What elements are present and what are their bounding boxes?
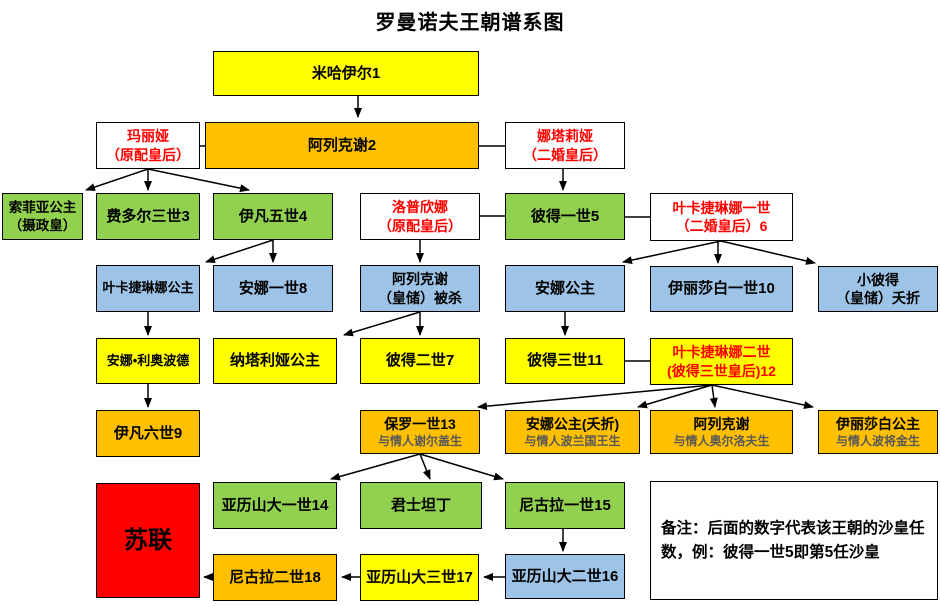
node-peter-2: 彼得二世7 (360, 338, 480, 384)
arrow-connector (343, 311, 421, 337)
node-konstantin: 君士坦丁 (360, 482, 482, 529)
node-ekaterina-1: 叶卡捷琳娜一世 （二婚皇后）6 (650, 193, 793, 241)
arrow-connector (709, 384, 718, 408)
node-sublabel: 与情人波兰国王生 (524, 433, 621, 448)
node-label: 索菲亚公主 (8, 199, 77, 215)
node-label: 彼得一世5 (530, 207, 600, 225)
node-label: 伊凡五世4 (238, 207, 308, 225)
node-label: 娜塔莉娅 (537, 128, 593, 145)
node-label: 费多尔三世3 (106, 207, 190, 225)
arrow-connector (720, 240, 816, 265)
node-aleksandr-3: 亚历山大三世17 (360, 554, 479, 601)
arrow-connector (711, 384, 814, 409)
node-label: （二婚皇后）6 (675, 218, 768, 234)
node-elizaveta-princess: 伊丽莎白公主与情人波将金生 (818, 410, 938, 454)
node-label: 伊丽莎白公主 (836, 416, 920, 433)
node-label: 安娜一世8 (238, 279, 308, 297)
node-sublabel: 与情人波将金生 (835, 433, 920, 448)
arrow-connector (477, 384, 713, 411)
node-aleksandr-2: 亚历山大二世16 (505, 554, 625, 599)
node-ivan-6: 伊凡六世9 (96, 410, 200, 457)
diagram-title: 罗曼诺夫王朝谱系图 (375, 12, 565, 34)
node-sofiya-regent: 索菲亚公主 （摄政皇） (2, 193, 83, 240)
node-label: （原配皇后） (378, 217, 462, 234)
node-aleksei-heir: 阿列克谢（皇储）被杀 (360, 265, 480, 312)
arrow-connector (205, 239, 274, 263)
node-anna-leopold: 安娜•利奥波德 (96, 338, 200, 384)
node-label: （皇储）夭折 (836, 290, 920, 306)
node-label: 安娜•利奥波德 (106, 352, 190, 368)
node-label: 阿列克谢2 (307, 136, 377, 154)
node-mikhail-1: 米哈伊尔1 (213, 51, 479, 96)
node-label: 亚历山大二世16 (511, 567, 619, 585)
node-label: 安娜公主(夭折) (525, 416, 620, 433)
node-sublabel: 与情人奥尔洛夫生 (673, 433, 770, 448)
node-label: （皇储）被杀 (378, 289, 462, 306)
node-label: 保罗一世13 (384, 416, 456, 433)
note-box: 备注：后面的数字代表该王朝的沙皇任数，例：彼得一世5即第5任沙皇 (650, 481, 938, 600)
node-nataliya-empress: 娜塔莉娅（二婚皇后） (505, 122, 625, 169)
node-label: 亚历山大一世14 (221, 496, 329, 514)
node-peter-1: 彼得一世5 (505, 193, 625, 240)
node-label: 亚历山大三世17 (366, 568, 473, 586)
arrow-connector (419, 453, 431, 480)
node-label: 洛普欣娜 (392, 199, 448, 216)
node-label: （原配皇后） (106, 146, 190, 163)
arrow-connector (147, 168, 250, 193)
node-label: （摄政皇） (8, 217, 77, 233)
node-aleksei-lover: 阿列克谢与情人奥尔洛夫生 (650, 410, 793, 454)
node-label: (彼得三世皇后)12 (667, 362, 776, 379)
node-nikolai-2: 尼古拉二世18 (213, 554, 337, 601)
node-label: 彼得二世7 (385, 352, 455, 370)
arrow-connector (637, 384, 713, 409)
node-sublabel: 与情人谢尔盖生 (377, 433, 462, 448)
node-label: （二婚皇后） (523, 146, 607, 163)
node-label: 伊凡六世9 (113, 424, 183, 442)
node-label: 米哈伊尔1 (311, 64, 381, 82)
node-label: 小彼得 (857, 271, 899, 288)
arrow-connector (419, 453, 504, 481)
node-label: 纳塔利娅公主 (229, 352, 320, 370)
arrow-connector (330, 453, 421, 481)
node-mariya: 玛丽娅（原配皇后） (96, 122, 200, 169)
node-peter-junior: 小彼得 （皇储）夭折 (818, 266, 938, 312)
node-label: 阿列克谢 (392, 271, 448, 288)
node-label: 君士坦丁 (390, 496, 451, 514)
node-label: 苏联 (124, 526, 172, 554)
node-aleksei-2: 阿列克谢2 (205, 122, 479, 169)
node-nataliya-princess: 纳塔利娅公主 (213, 338, 337, 384)
node-label: 叶卡捷琳娜公主 (102, 280, 194, 296)
node-label: 安娜公主 (534, 279, 595, 297)
node-ekaterina-2: 叶卡捷琳娜二世(彼得三世皇后)12 (650, 338, 793, 385)
node-label: 叶卡捷琳娜二世 (672, 344, 771, 361)
node-label: 阿列克谢 (693, 416, 750, 433)
node-label: 彼得三世11 (527, 352, 603, 370)
node-anna-princess: 安娜公主 (505, 265, 625, 312)
node-ivan-5: 伊凡五世4 (213, 193, 333, 240)
node-label: 伊丽莎白一世10 (668, 280, 775, 298)
node-anna-princess-dead: 安娜公主(夭折)与情人波兰国王生 (505, 410, 640, 454)
arrow-connector (85, 168, 149, 191)
node-lopukhina: 洛普欣娜（原配皇后） (360, 193, 480, 240)
node-elizaveta-1: 伊丽莎白一世10 (650, 266, 793, 312)
node-label: 尼古拉一世15 (519, 496, 611, 514)
node-anna-1: 安娜一世8 (213, 265, 333, 312)
node-soviet-union: 苏联 (96, 483, 200, 598)
node-label: 尼古拉二世18 (229, 568, 321, 586)
node-label: 叶卡捷琳娜一世 (672, 199, 771, 216)
node-label: 玛丽娅 (127, 128, 169, 145)
node-fyodor-3: 费多尔三世3 (96, 193, 200, 240)
note-text: 备注：后面的数字代表该王朝的沙皇任数，例：彼得一世5即第5任沙皇 (661, 520, 925, 561)
node-nikolai-1: 尼古拉一世15 (505, 482, 625, 529)
node-ekaterina-princess: 叶卡捷琳娜公主 (96, 265, 200, 312)
node-peter-3: 彼得三世11 (505, 338, 625, 384)
node-aleksandr-1: 亚历山大一世14 (213, 482, 337, 529)
arrow-connector (622, 240, 722, 265)
